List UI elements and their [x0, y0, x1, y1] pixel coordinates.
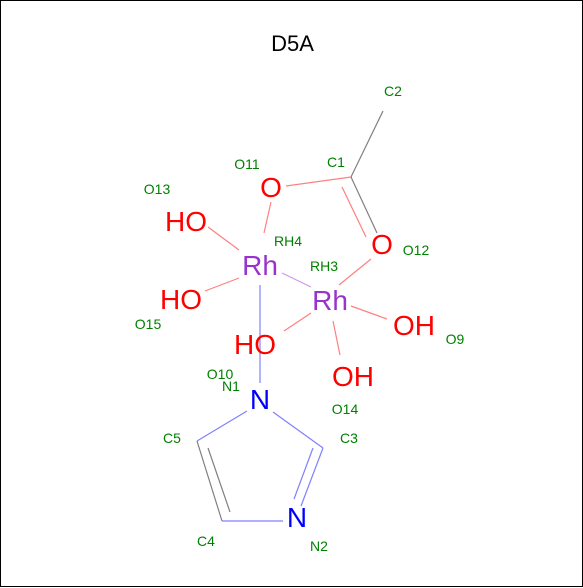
- bond-n1-c5: [196, 410, 248, 442]
- atom-label-o12: O12: [403, 242, 430, 258]
- atom-symbol-o14: OH: [332, 361, 374, 392]
- atom-label-rh4: RH4: [274, 233, 302, 249]
- atom-label-c5: C5: [163, 430, 181, 446]
- bond-c3-n2: [300, 447, 324, 507]
- atom-symbol-o15: HO: [160, 284, 202, 315]
- atom-symbol-o10: HO: [234, 329, 276, 360]
- atom-symbol-o13: HO: [165, 206, 207, 237]
- bond-rh4-rh3: [281, 272, 312, 288]
- bond-c2-c1: [350, 110, 384, 178]
- bond-rh3-o9: [350, 305, 388, 320]
- atom-label-c2: C2: [384, 83, 402, 99]
- bond-o11-rh4: [263, 201, 272, 234]
- atom-label-o15: O15: [135, 316, 162, 332]
- atom-label-o9: O9: [446, 331, 465, 347]
- atom-symbol-o12: O: [371, 229, 393, 260]
- atom-label-c1: C1: [327, 154, 345, 170]
- atom-label-n1: N1: [222, 378, 240, 394]
- bond-c1-o11: [285, 176, 352, 187]
- atom-label-o13: O13: [144, 181, 171, 197]
- bond-n1-c3: [272, 411, 324, 449]
- bond-c3-n2-double: [293, 447, 314, 500]
- atom-symbol-rh4: Rh: [242, 250, 278, 281]
- atom-label-n2: N2: [310, 538, 328, 554]
- atom-label-c3: C3: [340, 430, 358, 446]
- atom-symbol-rh3: Rh: [312, 285, 348, 316]
- atom-label-o14: O14: [332, 401, 359, 417]
- atom-label-o11: O11: [234, 156, 260, 172]
- atom-symbol-o9: OH: [393, 310, 435, 341]
- bond-c5-c4-double: [207, 447, 231, 513]
- bond-c5-c4: [196, 440, 223, 522]
- atom-label-o10: O10: [207, 366, 234, 382]
- bond-c1-o12-double: [341, 186, 367, 238]
- atom-label-rh3: RH3: [310, 258, 338, 274]
- bond-o13-rh4: [207, 226, 240, 251]
- bonds: [196, 110, 388, 522]
- atom-symbol-n1: N: [250, 384, 270, 415]
- bond-c1-o12: [350, 176, 378, 234]
- bond-rh3-o12: [338, 258, 372, 286]
- bond-rh3-o10: [283, 312, 312, 332]
- bond-rh3-o14: [332, 320, 341, 356]
- atom-label-c4: C4: [197, 533, 215, 549]
- atom-symbol-o11: O: [260, 172, 282, 203]
- atom-symbol-n2: N: [287, 502, 307, 533]
- diagram-title: D5A: [271, 31, 314, 56]
- bond-o15-rh4: [204, 277, 240, 292]
